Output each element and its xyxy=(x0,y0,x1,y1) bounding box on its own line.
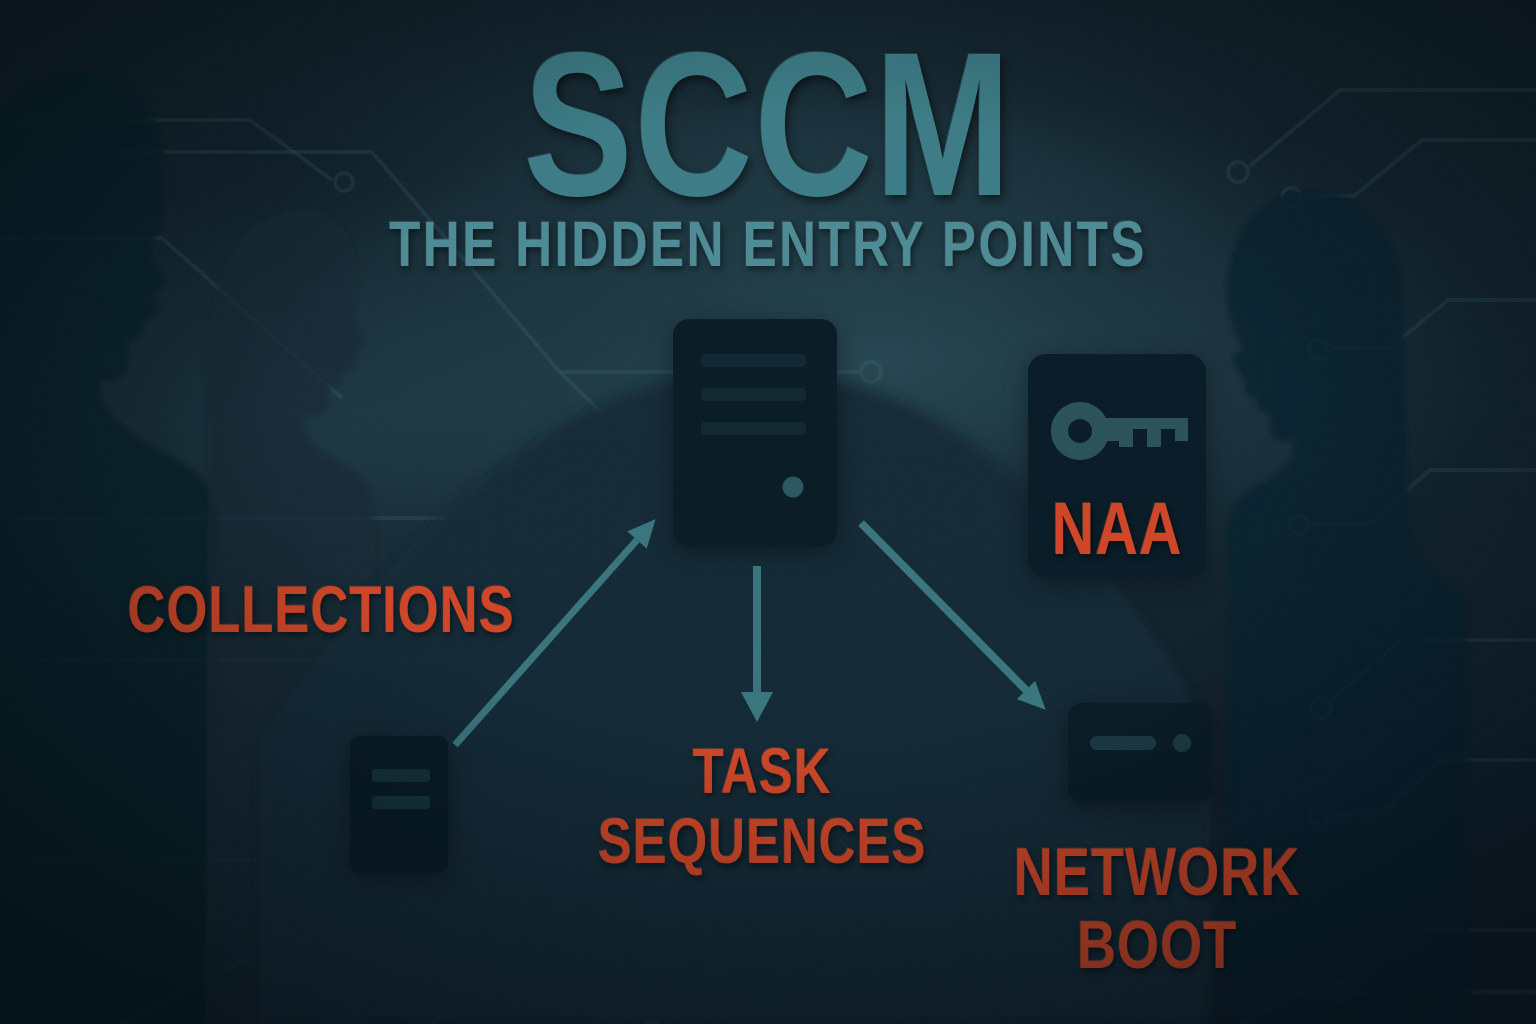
task-sequences-label-line1: TASK xyxy=(692,735,832,807)
network-boot-label-line1: NETWORK xyxy=(1013,834,1301,910)
arrow-server-to-task-sequences xyxy=(741,566,773,722)
task-sequences-label-line2: SEQUENCES xyxy=(597,805,927,878)
task-sequences-label: TASK SEQUENCES xyxy=(598,736,927,877)
page-title: SCCM xyxy=(523,10,1013,239)
naa-label: NAA xyxy=(1051,487,1183,570)
collections-label: COLLECTIONS xyxy=(127,572,515,646)
page-subtitle: THE HIDDEN ENTRY POINTS xyxy=(389,208,1147,280)
network-boot-label-line2: BOOT xyxy=(1076,906,1238,983)
network-boot-label: NETWORK BOOT xyxy=(1014,836,1301,982)
arrow-server-to-network-boot xyxy=(858,520,1046,710)
